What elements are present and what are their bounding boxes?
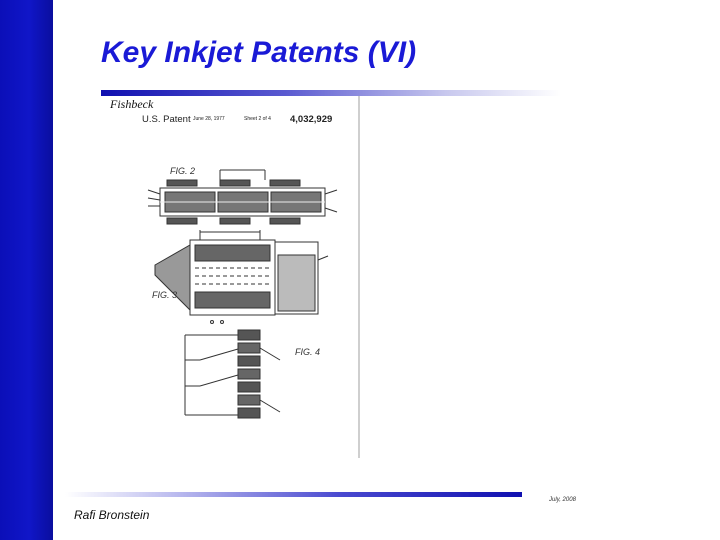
fig-2-label: FIG. 2 [170,166,195,176]
patent-drawing: FIG. 2 FIG. 3 [147,166,338,419]
footer-rule [65,492,522,497]
fig-3-drawing: FIG. 3 [152,230,329,324]
patent-label: U.S. Patent [142,114,191,125]
title-underline [101,90,561,96]
fig-3-label: FIG. 3 [152,290,177,300]
left-sidebar-band [0,0,53,540]
footer-author: Rafi Bronstein [74,508,150,522]
fig-4-label: FIG. 4 [295,347,320,357]
footer-date: July, 2008 [549,497,576,503]
fig-4-drawing: FIG. 4 [184,329,320,419]
patent-number: 4,032,929 [290,114,333,125]
fig-2-drawing: FIG. 2 [147,166,338,225]
slide-title: Key Inkjet Patents (VI) [101,36,417,69]
slide-subtitle: Fishbeck [110,97,154,111]
patent-date: June 28, 1977 [193,116,225,122]
patent-sheet-number: Sheet 2 of 4 [244,116,271,122]
